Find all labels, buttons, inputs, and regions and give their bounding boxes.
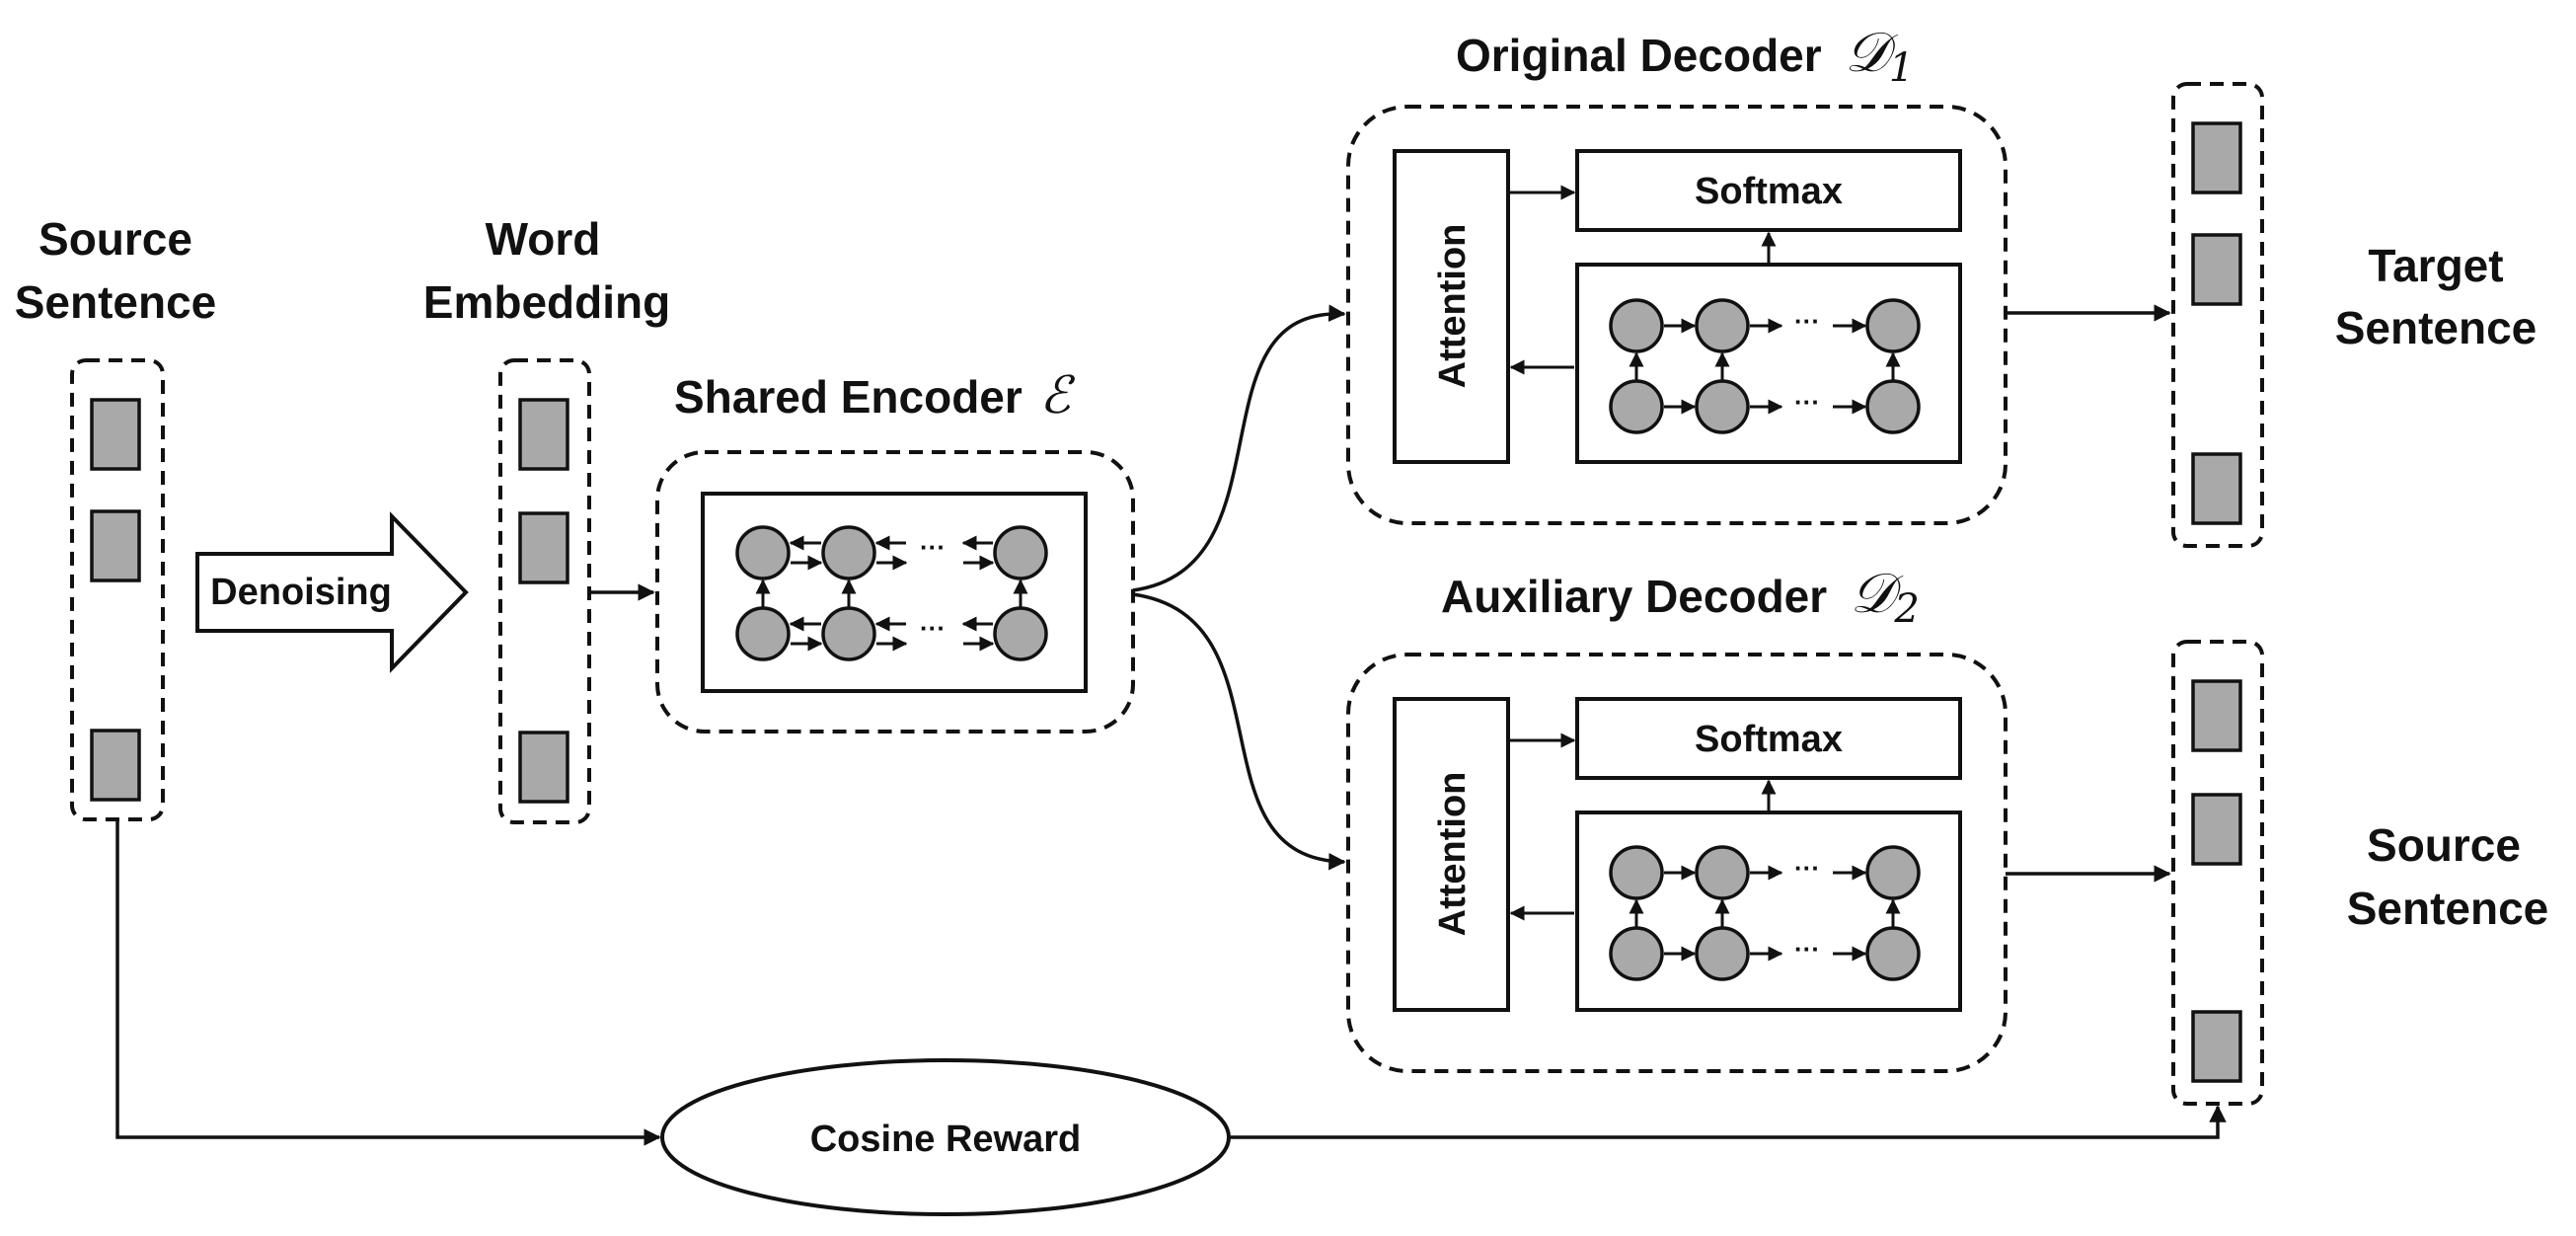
output-source-sentence-vector bbox=[2171, 640, 2264, 1106]
target-sentence-label-line1: Target bbox=[2368, 240, 2503, 291]
auxiliary-decoder-ellipsis-bottom: ··· bbox=[1794, 934, 1820, 964]
target-token-cell bbox=[2191, 233, 2242, 306]
source-token-cell bbox=[90, 398, 141, 471]
decoder-node bbox=[1609, 845, 1664, 900]
embedding-cell bbox=[518, 731, 569, 804]
encoder-node bbox=[821, 525, 876, 580]
encoder-node bbox=[993, 606, 1048, 661]
shared-encoder-title: Shared Encoder ℰ bbox=[674, 366, 1075, 425]
encoder-ellipsis-top: ··· bbox=[920, 532, 946, 562]
source-sentence-label-line2: Sentence bbox=[15, 276, 217, 328]
denoising-label: Denoising bbox=[210, 572, 392, 613]
decoder-node bbox=[1695, 845, 1750, 900]
target-sentence-label-line2: Sentence bbox=[2335, 302, 2538, 353]
output-source-token-cell bbox=[2191, 793, 2242, 866]
auxiliary-attention-label: Attention bbox=[1432, 772, 1474, 937]
source-token-cell bbox=[90, 509, 141, 582]
decoder-node bbox=[1865, 298, 1921, 353]
cosine-reward-label: Cosine Reward bbox=[810, 1119, 1082, 1160]
original-decoder-container bbox=[1346, 105, 2008, 525]
auxiliary-softmax-box bbox=[1575, 697, 1962, 780]
output-source-token-cell bbox=[2191, 1010, 2242, 1083]
encoder-to-auxiliary-decoder-curve bbox=[1132, 592, 1346, 871]
denoising-arrow bbox=[195, 511, 469, 673]
original-decoder-title: Original Decoder 𝒟1 bbox=[1456, 21, 1914, 91]
output-source-label-line2: Sentence bbox=[2347, 883, 2549, 934]
original-softmax-label: Softmax bbox=[1695, 171, 1843, 212]
encoder-rnn-grid bbox=[735, 525, 1048, 661]
shared-encoder-rnn-box bbox=[701, 492, 1088, 693]
decoder-node bbox=[1865, 926, 1921, 981]
source-to-reward-arrow bbox=[115, 819, 661, 1146]
decoder-node bbox=[1609, 379, 1664, 434]
auxiliary-softmax-label: Softmax bbox=[1695, 719, 1843, 760]
auxiliary-decoder-ellipsis-top: ··· bbox=[1794, 853, 1820, 883]
original-attention-label: Attention bbox=[1432, 224, 1474, 389]
original-attention-box bbox=[1393, 149, 1510, 464]
decoder-node bbox=[1865, 379, 1921, 434]
decoder-node bbox=[1865, 845, 1921, 900]
original-decoder-ellipsis-top: ··· bbox=[1794, 306, 1820, 336]
decoder-node bbox=[1695, 379, 1750, 434]
original-decoder-ellipsis-bottom: ··· bbox=[1794, 387, 1820, 417]
target-token-cell bbox=[2191, 452, 2242, 525]
output-source-token-cell bbox=[2191, 679, 2242, 752]
auxiliary-decoder-rnn-grid bbox=[1609, 845, 1921, 981]
auxiliary-decoder-container bbox=[1346, 653, 2008, 1073]
decoder-node bbox=[1695, 298, 1750, 353]
original-softmax-box bbox=[1575, 149, 1962, 232]
shared-encoder-container bbox=[655, 450, 1135, 734]
word-embedding-label-line1: Word bbox=[486, 213, 601, 265]
decoder-node bbox=[1695, 926, 1750, 981]
embedding-cell bbox=[518, 398, 569, 471]
original-decoder-rnn-grid bbox=[1609, 298, 1921, 434]
encoder-node bbox=[735, 525, 791, 580]
decoder-node bbox=[1609, 926, 1664, 981]
output-source-label-line1: Source bbox=[2367, 819, 2521, 871]
source-sentence-label-line1: Source bbox=[38, 213, 192, 265]
reward-to-output-arrow bbox=[1229, 1105, 2227, 1139]
auxiliary-attention-box bbox=[1393, 697, 1510, 1012]
target-sentence-vector bbox=[2171, 82, 2264, 548]
encoder-node bbox=[821, 606, 876, 661]
decoder-node bbox=[1609, 298, 1664, 353]
encoder-to-original-decoder-curve bbox=[1132, 304, 1346, 592]
encoder-node bbox=[993, 525, 1048, 580]
auxiliary-decoder-title: Auxiliary Decoder 𝒟2 bbox=[1441, 562, 1920, 632]
encoder-ellipsis-bottom: ··· bbox=[920, 613, 946, 643]
embedding-cell bbox=[518, 511, 569, 584]
encoder-node bbox=[735, 606, 791, 661]
word-embedding-label-line2: Embedding bbox=[423, 276, 670, 328]
source-token-cell bbox=[90, 729, 141, 802]
target-token-cell bbox=[2191, 121, 2242, 194]
